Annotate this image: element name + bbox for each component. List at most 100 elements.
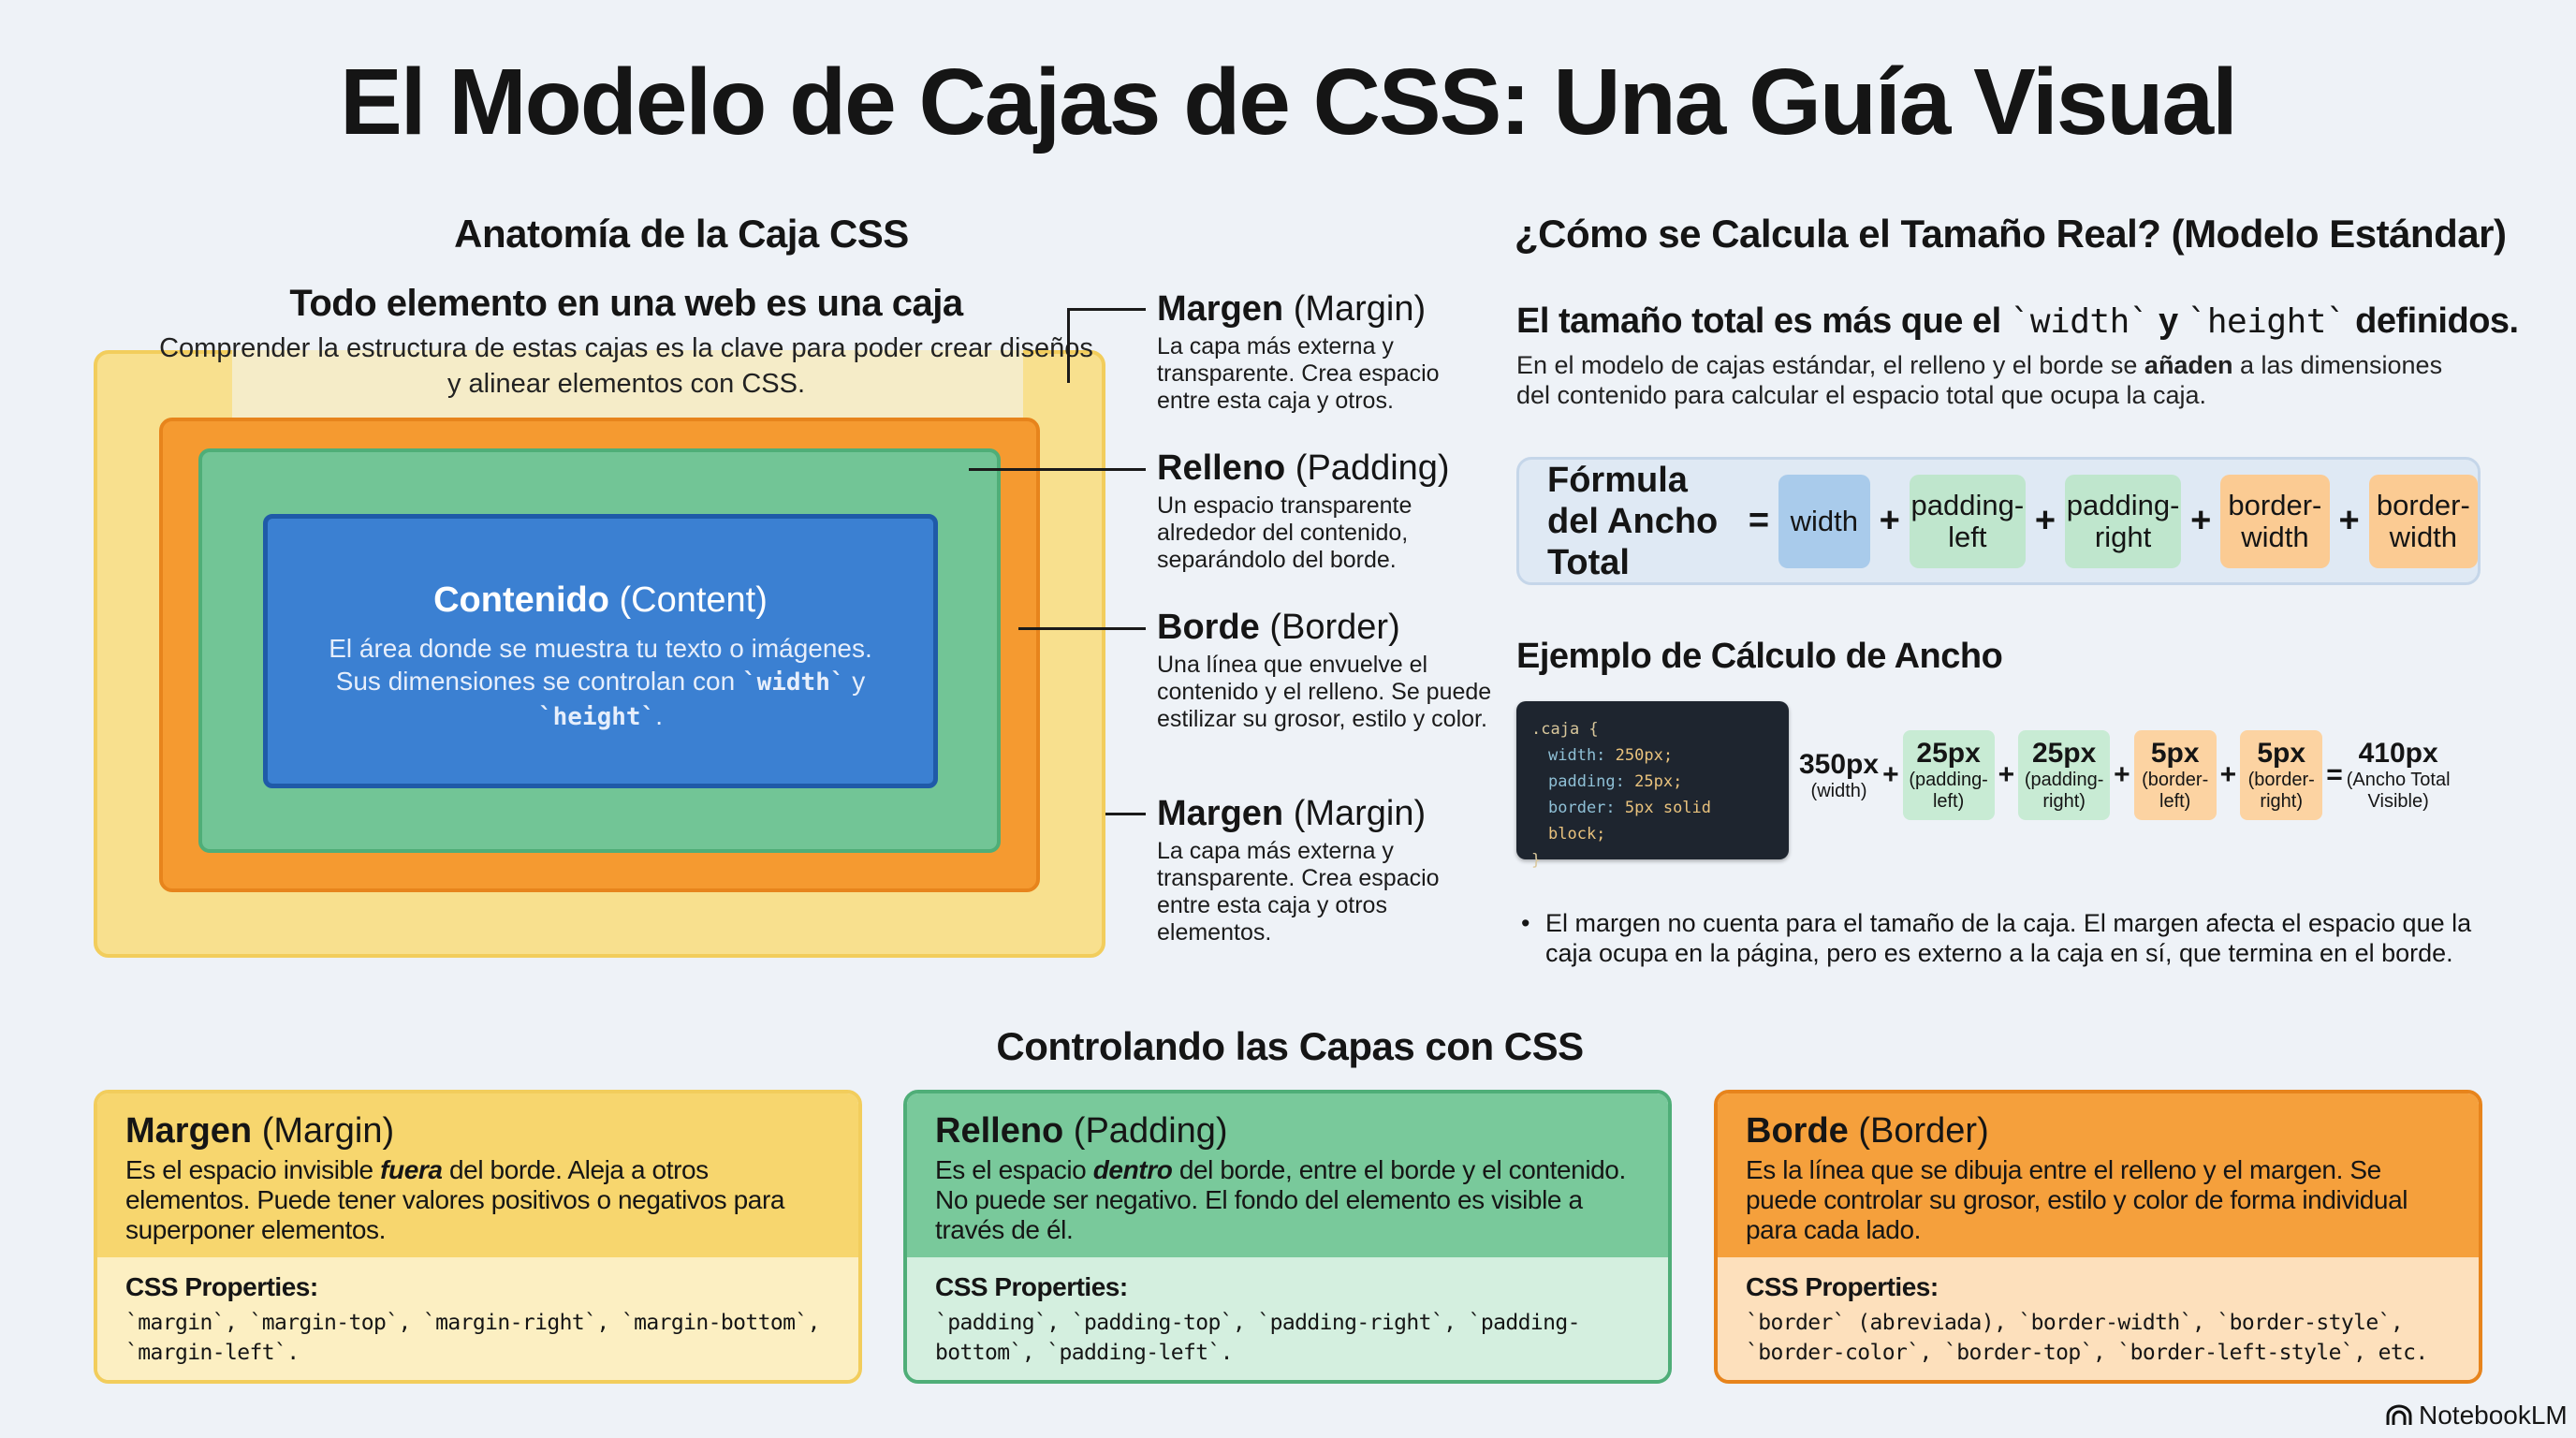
- card-title: Relleno: [935, 1111, 1064, 1151]
- calc-label: (padding- right): [2024, 770, 2104, 812]
- card-desc: Es el espacio invisible fuera del borde.…: [125, 1155, 830, 1245]
- label-title-en: (Margin): [1283, 289, 1427, 329]
- margin-note: •El margen no cuenta para el tamaño de l…: [1521, 908, 2485, 968]
- connector-line: [969, 468, 1146, 471]
- label-desc: La capa más externa y transparente. Crea…: [1157, 838, 1440, 946]
- calc-label: (border- right): [2247, 770, 2315, 812]
- label-border: Borde (Border) Una línea que envuelve el…: [1157, 607, 1494, 733]
- desc-text: Es la línea que se dibuja entre el relle…: [1746, 1155, 2408, 1244]
- card-desc: Es la línea que se dibuja entre el relle…: [1746, 1155, 2451, 1245]
- code-selector: .caja {: [1531, 720, 1599, 739]
- label-title: Margen: [1157, 289, 1284, 329]
- label-title: Borde: [1157, 608, 1260, 647]
- card-border: Borde (Border) Es la línea que se dibuja…: [1714, 1090, 2482, 1384]
- plus-sign: +: [2338, 501, 2360, 540]
- plus-sign: +: [1882, 759, 1899, 790]
- desc-text: Es el espacio: [935, 1155, 1093, 1184]
- desc-emphasis: fuera: [380, 1155, 443, 1184]
- calc-value: 410px: [2358, 738, 2438, 769]
- formula-box: Fórmula del Ancho Total = width + paddin…: [1516, 457, 2481, 585]
- code-block: .caja { width: 250px; padding: 25px; bor…: [1516, 701, 1789, 870]
- code-line: border: 5px solid block;: [1531, 795, 1774, 847]
- props-label: CSS Properties:: [1746, 1272, 1939, 1301]
- content-title: Contenido: [433, 580, 609, 620]
- code-prop: padding:: [1548, 772, 1625, 791]
- label-title-en: (Padding): [1285, 448, 1450, 488]
- calc-label: (border- left): [2142, 770, 2209, 812]
- term-padding-right: padding- right: [2065, 474, 2182, 568]
- notebooklm-icon: [2386, 1404, 2412, 1425]
- card-title: Margen: [125, 1111, 253, 1151]
- content-desc: El área donde se muestra tu texto o imág…: [268, 632, 933, 734]
- code-height: `height`: [537, 703, 656, 731]
- sub-code-width: `width`: [2010, 302, 2150, 341]
- calc-label: (padding- left): [1909, 770, 1988, 812]
- calc-subheading: El tamaño total es más que el `width` y …: [1516, 301, 2519, 342]
- props-label: CSS Properties:: [125, 1272, 318, 1301]
- plus-sign: +: [2190, 501, 2212, 540]
- plus-sign: +: [2114, 759, 2130, 790]
- sub-code-height: `height`: [2187, 302, 2347, 341]
- connector-line: [1018, 627, 1146, 630]
- example-heading: Ejemplo de Cálculo de Ancho: [1516, 637, 2003, 676]
- anatomy-heading: Anatomía de la Caja CSS: [454, 212, 909, 256]
- intro-title: Todo elemento en una web es una caja: [289, 283, 963, 324]
- connector-line: [1105, 813, 1146, 815]
- card-title-en: (Margin): [252, 1111, 395, 1151]
- calc-item-padding-right: 25px(padding- right): [2018, 730, 2111, 820]
- formula-label: Fórmula del Ancho Total: [1547, 460, 1719, 582]
- code-val: 25px;: [1624, 772, 1683, 791]
- desc-emphasis: dentro: [1092, 1155, 1173, 1184]
- code-line: padding: 25px;: [1531, 769, 1774, 795]
- label-title-en: (Margin): [1283, 794, 1427, 833]
- sub-text: El tamaño total es más que el: [1516, 301, 2011, 341]
- code-line: width: 250px;: [1531, 742, 1774, 769]
- connector-line: [1067, 308, 1146, 311]
- code-val: 5px solid block;: [1548, 799, 1712, 844]
- props-list: `margin`, `margin-top`, `margin-right`, …: [125, 1311, 820, 1365]
- card-title-en: (Border): [1848, 1111, 1989, 1151]
- calc-item-total: 410px(Ancho Total Visible): [2347, 738, 2451, 813]
- desc-text: del borde. Aleja a otros elementos. Pued…: [125, 1155, 785, 1244]
- term-width: width: [1778, 474, 1870, 568]
- label-padding: Relleno (Padding) Un espacio transparent…: [1157, 448, 1494, 574]
- desc-text: del borde, entre el borde y el contenido…: [935, 1155, 1626, 1244]
- plus-sign: +: [2219, 759, 2237, 790]
- card-title-en: (Padding): [1063, 1111, 1228, 1151]
- props-label: CSS Properties:: [935, 1272, 1128, 1301]
- code-prop: border:: [1548, 799, 1616, 817]
- connector-line: [1067, 308, 1070, 383]
- card-margin: Margen (Margin) Es el espacio invisible …: [94, 1090, 862, 1384]
- card-desc: Es el espacio dentro del borde, entre el…: [935, 1155, 1640, 1245]
- term-padding-left: padding- left: [1909, 474, 2026, 568]
- label-desc: La capa más externa y transparente. Crea…: [1157, 333, 1440, 414]
- calc-item-border-right: 5px(border- right): [2240, 730, 2323, 820]
- equals-sign: =: [2326, 759, 2343, 790]
- calc-value: 25px: [1916, 738, 1981, 769]
- calc-item-padding-left: 25px(padding- left): [1902, 730, 1995, 820]
- calc-item-border-left: 5px(border- left): [2133, 730, 2217, 820]
- calc-paragraph: En el modelo de cajas estándar, el relle…: [1516, 350, 2481, 410]
- card-title: Borde: [1746, 1111, 1849, 1151]
- label-margin-bottom: Margen (Margin) La capa más externa y tr…: [1157, 793, 1494, 946]
- calc-item-width: 350px(width): [1799, 749, 1879, 802]
- label-margin: Margen (Margin) La capa más externa y tr…: [1157, 288, 1494, 415]
- calc-value: 5px: [2150, 738, 2200, 769]
- content-desc-end: .: [655, 701, 663, 730]
- label-title-en: (Border): [1259, 608, 1400, 647]
- card-padding: Relleno (Padding) Es el espacio dentro d…: [903, 1090, 1672, 1384]
- calc-heading: ¿Cómo se Calcula el Tamaño Real? (Modelo…: [1515, 212, 2507, 256]
- content-title-en: (Content): [608, 580, 768, 620]
- code-val: 250px;: [1605, 746, 1674, 765]
- sub-text: y: [2148, 301, 2188, 341]
- label-desc: Una línea que envuelve el contenido y el…: [1157, 652, 1492, 732]
- para-bold: añaden: [2144, 351, 2233, 379]
- brand-name: NotebookLM: [2419, 1401, 2568, 1430]
- calc-label: (width): [1810, 780, 1867, 801]
- plus-sign: +: [1998, 759, 2015, 790]
- page-title: El Modelo de Cajas de CSS: Una Guía Visu…: [340, 50, 2238, 154]
- label-desc: Un espacio transparente alrededor del co…: [1157, 492, 1412, 573]
- code-width: `width`: [741, 668, 845, 697]
- label-title: Relleno: [1157, 448, 1286, 488]
- plus-sign: +: [2034, 501, 2056, 540]
